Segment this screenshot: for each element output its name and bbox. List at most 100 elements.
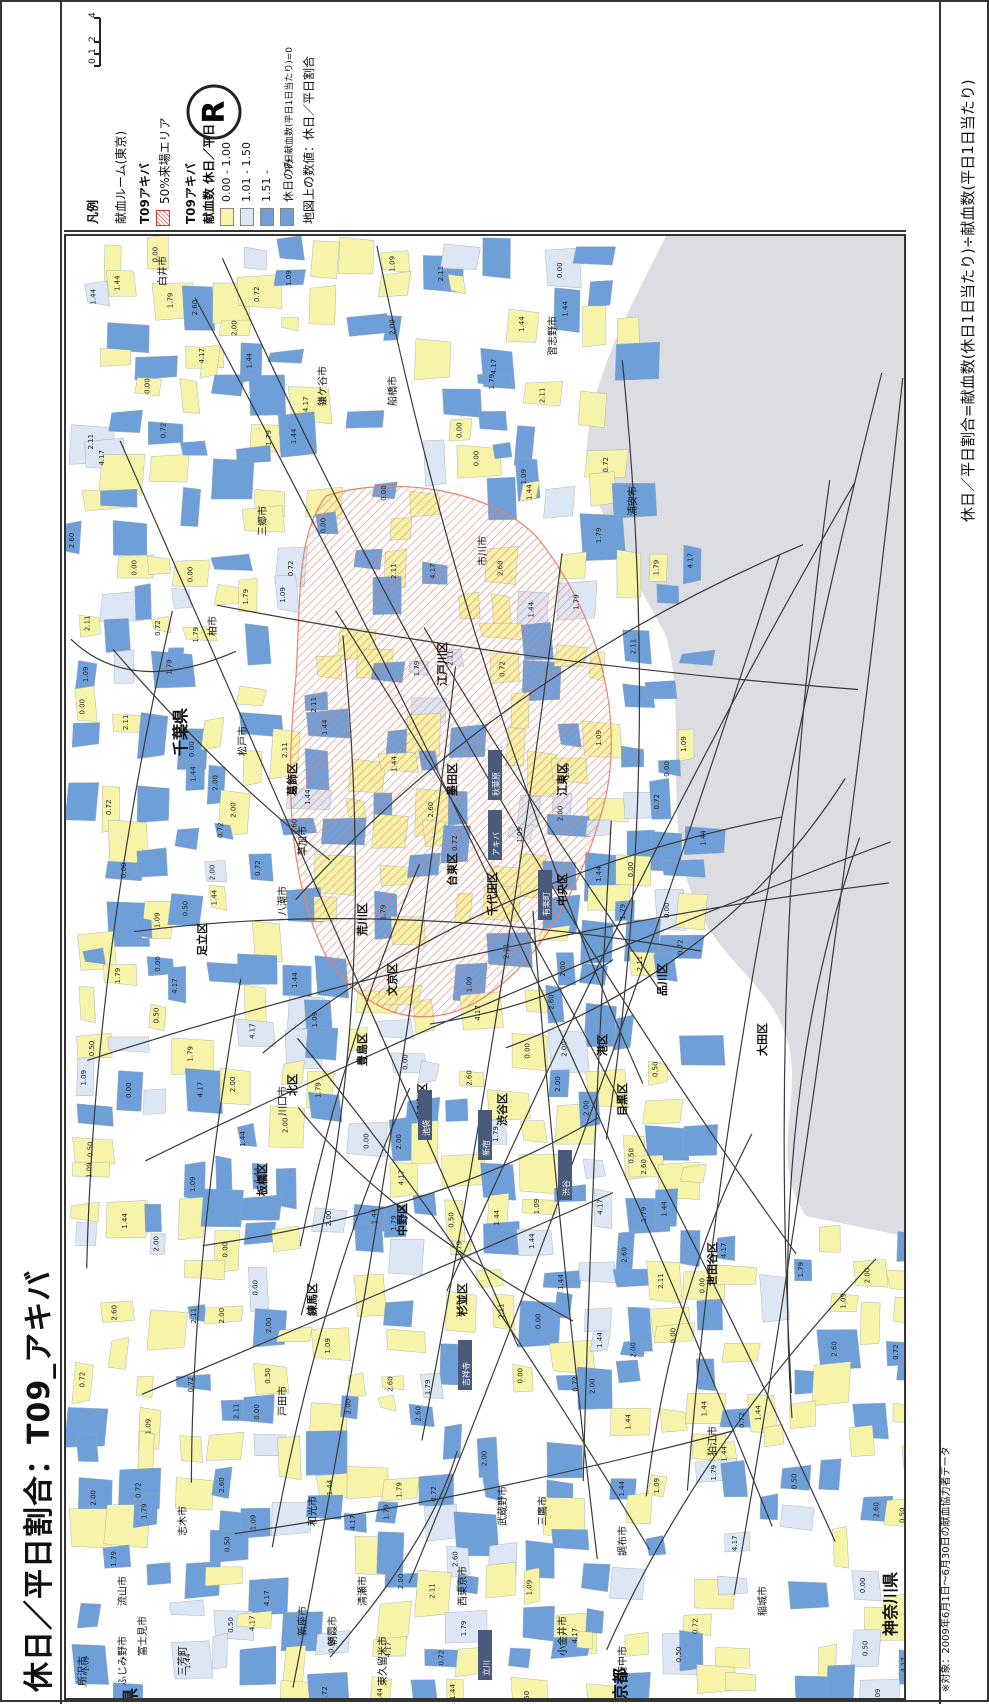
city-label: 浦安市	[626, 486, 639, 516]
map-region	[109, 410, 143, 433]
map-region	[679, 1035, 725, 1065]
map-region	[442, 389, 481, 417]
region-value: 0.00	[125, 1082, 133, 1098]
map-region	[107, 322, 149, 352]
region-value: 1.09	[595, 730, 603, 746]
blood-room-label: 新宿	[481, 1140, 491, 1156]
region-value: 2.11	[122, 715, 130, 731]
region-value: 1.09	[82, 667, 90, 683]
region-value: 0.00	[663, 761, 671, 777]
map-region	[581, 1563, 610, 1591]
map-region	[184, 1260, 225, 1280]
region-value: 1.44	[326, 1479, 334, 1495]
map-region	[588, 280, 613, 308]
region-value: 1.79	[382, 1504, 390, 1520]
region-value: 0.50	[862, 1641, 870, 1657]
map-region	[886, 1270, 904, 1292]
city-label: 調布市	[616, 1526, 629, 1556]
region-value: 1.79	[572, 594, 580, 610]
city-label: 流山市	[116, 1576, 129, 1606]
ward-label: 杉並区	[455, 1283, 469, 1316]
ward-label: 目黒区	[616, 1083, 629, 1116]
map-region	[240, 1646, 276, 1685]
map-region	[244, 985, 266, 1024]
map-region	[645, 1125, 689, 1160]
region-value: 1.44	[595, 866, 603, 882]
region-value: 1.44	[391, 756, 399, 772]
region-value: 2.60	[640, 1159, 648, 1175]
region-value: 4.17	[720, 1243, 728, 1259]
ward-label: 葛飾区	[285, 763, 299, 797]
map-region	[411, 1680, 438, 1698]
map-region	[306, 1431, 347, 1476]
region-value: 1.44	[304, 789, 312, 805]
map-region	[347, 313, 390, 336]
region-value: 1.09	[153, 912, 161, 928]
region-value: 4.17	[398, 1170, 406, 1186]
region-value: 2.60	[497, 560, 505, 576]
region-value: 2.11	[310, 697, 318, 713]
map-region	[175, 1477, 213, 1510]
blood-room-label: 立川	[481, 1660, 491, 1676]
region-value: 1.44	[721, 1445, 729, 1461]
map-region	[305, 1028, 338, 1061]
ward-label: 練馬区	[305, 1283, 319, 1316]
region-value: 0.00	[859, 1578, 867, 1594]
map-region	[149, 454, 189, 482]
map-region	[355, 1224, 384, 1253]
map-region	[144, 1089, 166, 1115]
region-value: 4.17	[490, 359, 498, 375]
map-region	[145, 1204, 162, 1232]
legend-value-title: T09アキバ	[182, 163, 199, 224]
city-label: 船橋市	[386, 376, 399, 406]
region-value: 1.79	[492, 1126, 500, 1142]
region-value: 2.11	[657, 1273, 665, 1289]
region-value: 0.00	[187, 567, 195, 583]
region-value: 2.11	[538, 388, 546, 404]
region-value: 1.09	[874, 1689, 882, 1698]
region-value: 1.44	[121, 1213, 129, 1229]
region-value: 0.72	[602, 457, 610, 473]
map-region	[573, 247, 616, 265]
region-value: 1.79	[413, 661, 421, 677]
region-value: 1.09	[526, 1580, 534, 1596]
region-value: 4.17	[171, 978, 179, 994]
map-region	[272, 1226, 301, 1252]
map-region	[211, 554, 253, 571]
region-value: 0.72	[892, 1344, 900, 1360]
region-value: 2.00	[397, 1574, 405, 1590]
region-value: 0.00	[663, 902, 671, 918]
map-region	[108, 1338, 129, 1370]
region-value: 1.79	[595, 528, 603, 544]
region-value: 4.17	[263, 1590, 271, 1606]
city-label: ふじみ野市	[116, 1636, 129, 1686]
map-region	[268, 349, 304, 363]
region-value: 2.00	[561, 1041, 569, 1057]
region-value: 4.17	[686, 553, 694, 569]
region-value: 1.44	[246, 352, 254, 368]
region-value: 4.17	[597, 1199, 605, 1215]
ward-label: 世田谷区	[705, 1242, 719, 1286]
tokyo-bay	[586, 236, 904, 1236]
map-area[interactable]: 0.00 1.09 2.11 0.00 1.44 1.44 1.79 2.60 0.72 1.09…	[64, 234, 906, 1700]
map-region	[147, 1562, 171, 1585]
region-value: 1.44	[528, 601, 536, 617]
legend-holiday-note: 平日献血数(平日1日当たり)=0	[282, 47, 295, 172]
map-region	[523, 1606, 555, 1641]
region-value: 2.00	[282, 1118, 290, 1134]
map-region	[201, 717, 224, 750]
map-region	[76, 1434, 98, 1462]
region-value: 0.00	[251, 1280, 259, 1296]
legend-room: 献血ルーム(東京)	[112, 131, 129, 224]
region-value: 1.44	[701, 1400, 709, 1416]
map-region	[478, 411, 507, 430]
choropleth-map: 0.00 1.09 2.11 0.00 1.44 1.44 1.79 2.60 0.72 1.09…	[66, 236, 904, 1698]
region-value: 2.60	[466, 1070, 474, 1086]
map-region	[832, 1527, 848, 1569]
map-region	[100, 348, 131, 366]
map-region	[178, 1197, 204, 1240]
ward-label: 江東区	[555, 763, 569, 796]
map-region	[788, 1581, 829, 1609]
region-value: 0.72	[692, 1618, 700, 1634]
footnote: ※対象：2009年6月1日～6月30日の献血協力者データ	[937, 1446, 952, 1692]
